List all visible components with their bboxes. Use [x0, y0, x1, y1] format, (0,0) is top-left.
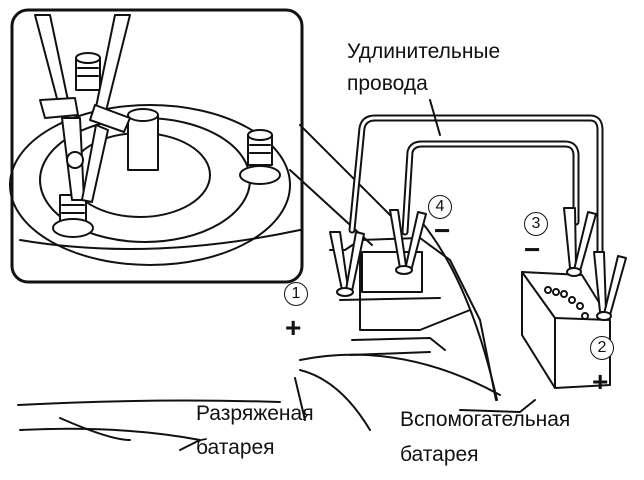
- auxiliary-leader: [459, 399, 536, 413]
- discharged-label-line1: Разряженая: [196, 402, 314, 425]
- polarity-plus-1: +: [285, 312, 302, 343]
- step-2-marker: 2: [590, 336, 614, 360]
- car-body: [17, 219, 501, 451]
- inset-pointer-top: [299, 124, 391, 216]
- wires-label-line1: Удлинительные: [347, 40, 501, 63]
- polarity-minus-3: −: [524, 234, 541, 265]
- inset-clamp: [34, 14, 131, 203]
- bolt-top: [75, 52, 101, 91]
- step-3-marker: 3: [524, 212, 548, 236]
- bolt-right: [239, 129, 281, 185]
- auxiliary-battery: [521, 207, 627, 389]
- step-1-marker: 1: [284, 282, 308, 306]
- polarity-plus-2: +: [592, 366, 609, 397]
- wires-label-line2: провода: [347, 72, 428, 95]
- wires-leader: [429, 99, 441, 136]
- auxiliary-label-line2: батарея: [400, 443, 479, 466]
- extension-wires: [348, 114, 604, 264]
- auxiliary-label-line1: Вспомогательная: [400, 408, 571, 431]
- discharged-label-line2: батарея: [196, 436, 275, 459]
- inset-detail: [9, 8, 304, 284]
- step-4-marker: 4: [428, 195, 452, 219]
- discharged-leader: [294, 377, 306, 421]
- polarity-minus-4: −: [434, 215, 451, 246]
- discharged-battery-clamps: [329, 209, 427, 297]
